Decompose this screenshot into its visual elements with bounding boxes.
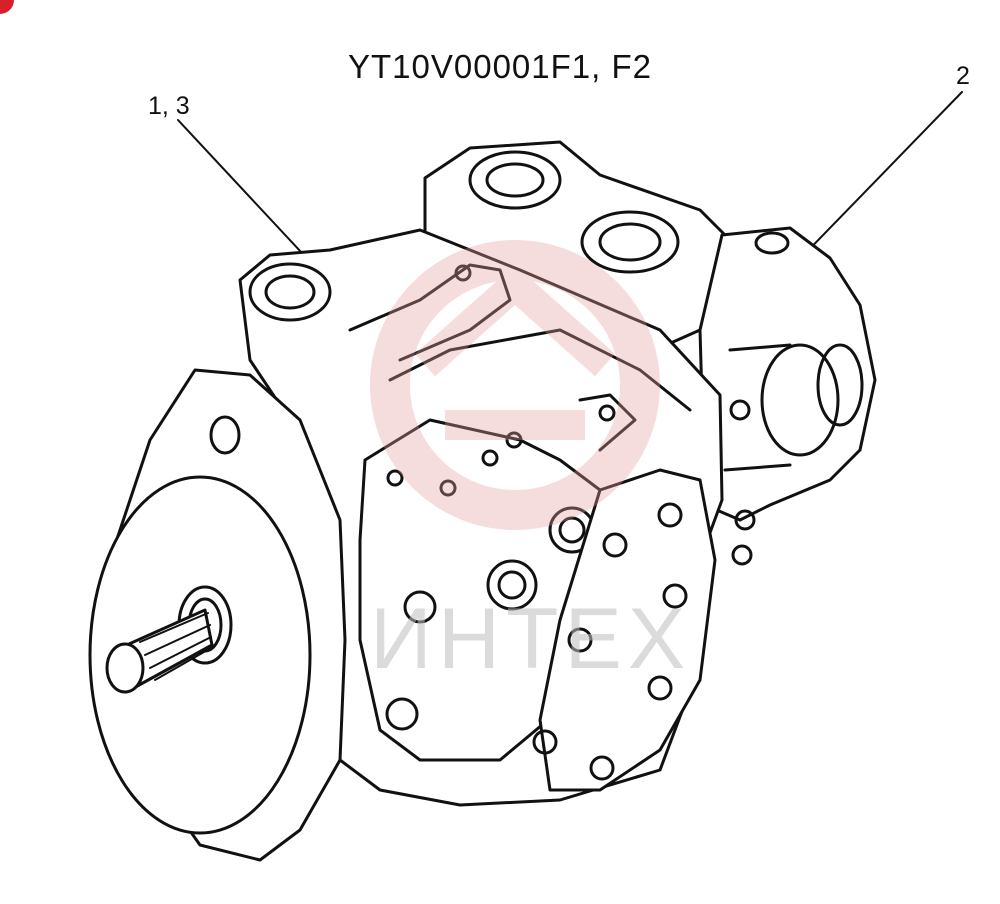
housing-rib-1: [348, 263, 512, 362]
flange-hole-top: [209, 415, 241, 455]
end-bolt-6: [532, 729, 558, 755]
shaft-splines: [139, 612, 212, 681]
regulator-cylinder: [760, 343, 840, 457]
regulator-bolt-1: [729, 399, 751, 421]
housing-rib-3: [578, 393, 637, 452]
cover-port-1-inner: [558, 516, 586, 544]
top-port-1-inner: [485, 162, 545, 198]
end-bolt-7: [589, 755, 615, 781]
cover-port-2: [486, 559, 538, 611]
cover-plug-2: [385, 697, 419, 731]
top-port-1: [468, 150, 562, 210]
watermark-logo-icon: [370, 240, 660, 530]
callout-label-1-3: 1, 3: [148, 92, 190, 120]
cover-bolt-4: [505, 431, 523, 449]
shaft-end: [105, 642, 145, 694]
regulator-mount-hole: [754, 231, 790, 255]
regulator-side: [723, 343, 792, 472]
end-bolt-3: [662, 583, 688, 609]
cover-bolt-3: [481, 449, 499, 467]
housing-rib-2: [388, 328, 692, 412]
end-bolt-5: [647, 675, 673, 701]
end-cover: [538, 468, 717, 792]
regulator-bolt-2: [734, 509, 756, 531]
side-port-left-inner: [264, 274, 316, 310]
cover-port-2-inner: [497, 570, 527, 600]
cover-bolt-1: [386, 469, 404, 487]
cover-plug-1: [403, 590, 437, 624]
regulator-bolt-3: [731, 544, 753, 566]
watermark-text: ИНТЕХ: [370, 591, 692, 687]
callout-label-2: 2: [956, 62, 970, 90]
housing-bolt-1: [454, 264, 472, 282]
housing-bolt-2: [598, 404, 616, 422]
cover-bolt-2: [439, 479, 457, 497]
top-port-2: [580, 210, 680, 274]
side-port-left: [248, 262, 332, 322]
end-bolt-4: [567, 627, 593, 653]
regulator-body: [698, 226, 877, 522]
diagram-title: YT10V00001F1, F2: [347, 48, 652, 85]
end-bolt-1: [602, 532, 628, 558]
end-bolt-2: [657, 502, 683, 528]
top-port-2-inner: [598, 222, 662, 262]
regulator-cap: [816, 343, 864, 427]
